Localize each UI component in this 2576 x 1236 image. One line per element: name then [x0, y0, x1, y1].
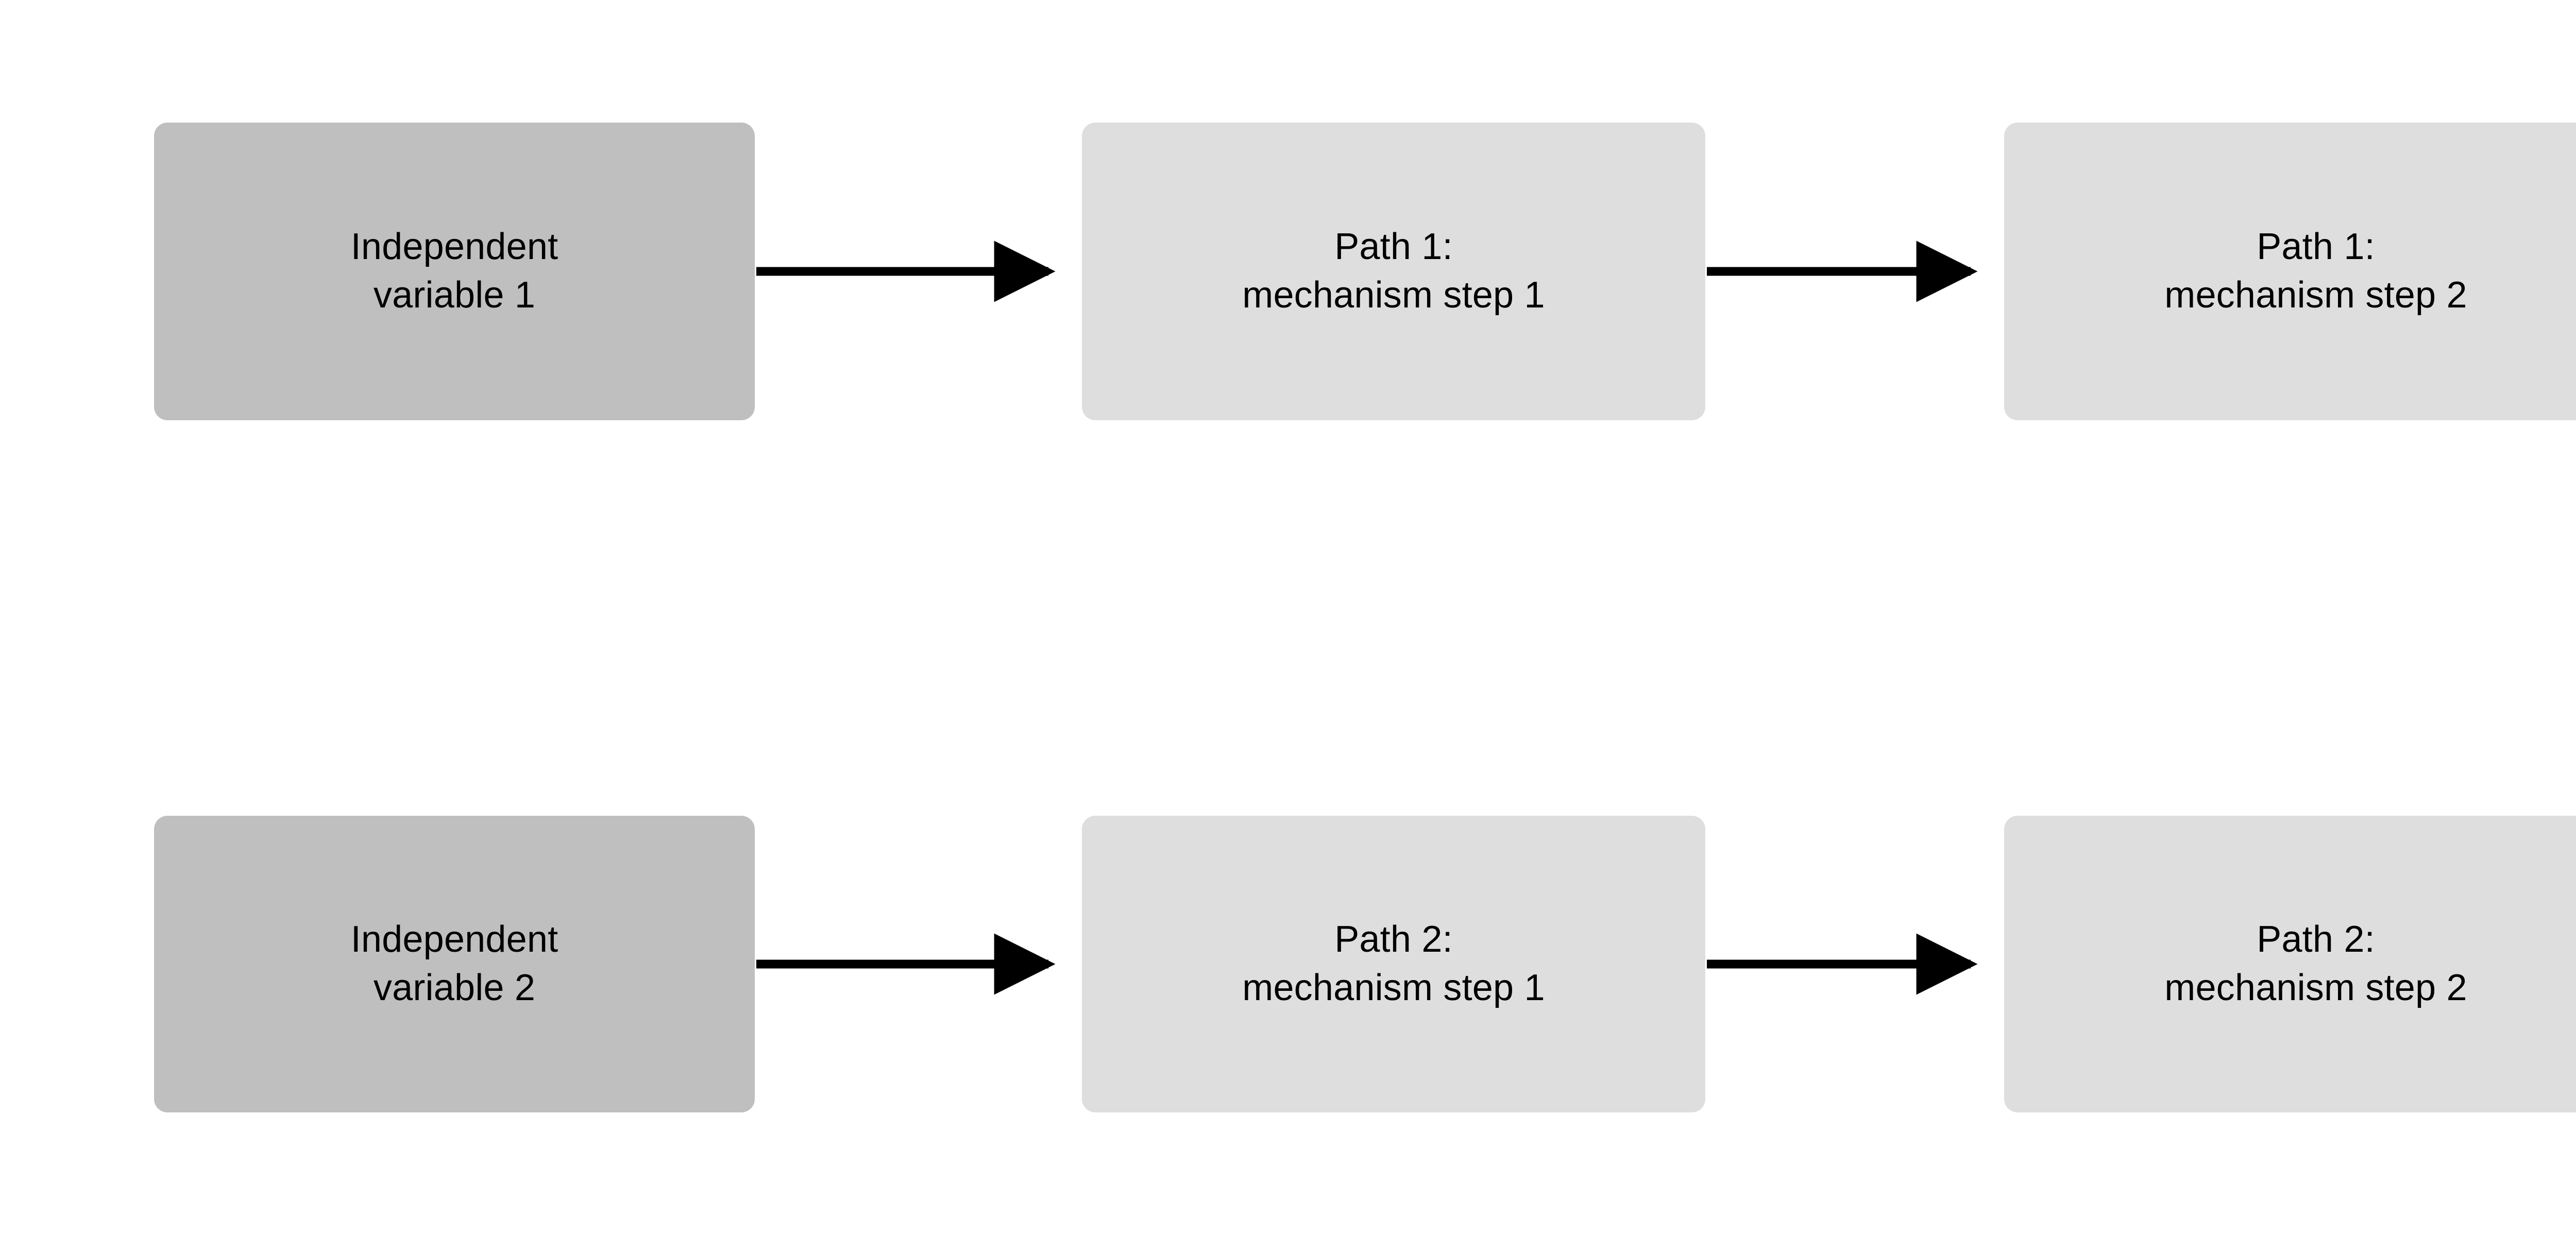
node-independent-variable-1[interactable]: Independent variable 1: [154, 123, 755, 420]
node-independent-variable-2[interactable]: Independent variable 2: [154, 816, 755, 1112]
node-path-2-mechanism-step-2[interactable]: Path 2: mechanism step 2: [2004, 816, 2576, 1112]
node-path-1-mechanism-step-2[interactable]: Path 1: mechanism step 2: [2004, 123, 2576, 420]
node-path-1-mechanism-step-1[interactable]: Path 1: mechanism step 1: [1082, 123, 1705, 420]
node-path-2-mechanism-step-1[interactable]: Path 2: mechanism step 1: [1082, 816, 1705, 1112]
